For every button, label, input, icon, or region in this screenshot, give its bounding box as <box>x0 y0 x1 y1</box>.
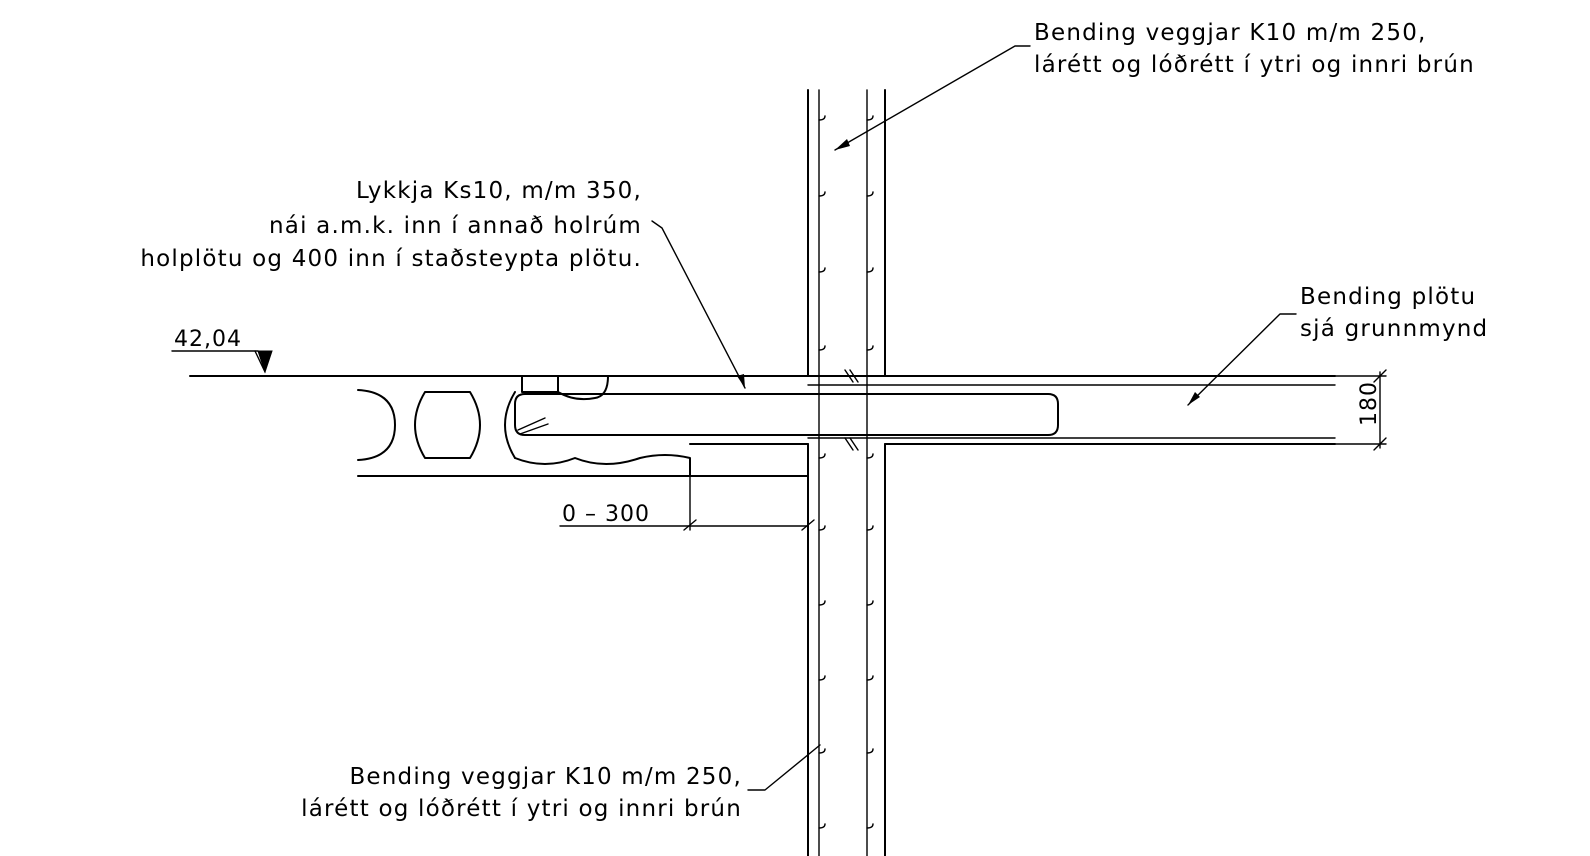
loop-bar <box>514 393 1059 436</box>
annotation-line: nái a.m.k. inn í annað holrúm <box>269 213 642 239</box>
annotation-line: lárétt og lóðrétt í ytri og innri brún <box>301 796 742 822</box>
level-label: 42,04 <box>174 327 242 352</box>
leaders <box>651 45 1297 791</box>
bearing-label: 0 – 300 <box>562 502 650 527</box>
slab <box>189 375 1336 477</box>
annotation-wall-reinf-top: Bending veggjar K10 m/m 250, lárétt og l… <box>1034 20 1475 78</box>
wall-reinforcement <box>818 89 874 856</box>
bearing-dimension: 0 – 300 <box>559 475 815 531</box>
annotation-loop-bar: Lykkja Ks10, m/m 350, nái a.m.k. inn í a… <box>140 178 642 272</box>
wall <box>807 89 886 856</box>
annotation-line: Bending veggjar K10 m/m 250, <box>349 764 742 790</box>
level-mark: 42,04 <box>171 327 273 374</box>
hollow-core-slab <box>357 375 691 476</box>
annotation-line: lárétt og lóðrétt í ytri og innri brún <box>1034 52 1475 78</box>
annotation-line: Lykkja Ks10, m/m 350, <box>356 178 642 204</box>
slab-reinforcement <box>807 369 1336 451</box>
annotation-slab-reinf: Bending plötu sjá grunnmynd <box>1300 284 1488 342</box>
annotation-line: Bending plötu <box>1300 284 1476 310</box>
annotation-line: Bending veggjar K10 m/m 250, <box>1034 20 1427 46</box>
annotation-line: holplötu og 400 inn í staðsteypta plötu. <box>140 246 642 272</box>
annotation-wall-reinf-bottom: Bending veggjar K10 m/m 250, lárétt og l… <box>301 764 742 822</box>
annotation-line: sjá grunnmynd <box>1300 316 1488 342</box>
wall-bar-hooks <box>818 115 874 829</box>
thickness-dimension: 180 <box>1334 369 1387 451</box>
thickness-label: 180 <box>1357 381 1382 426</box>
